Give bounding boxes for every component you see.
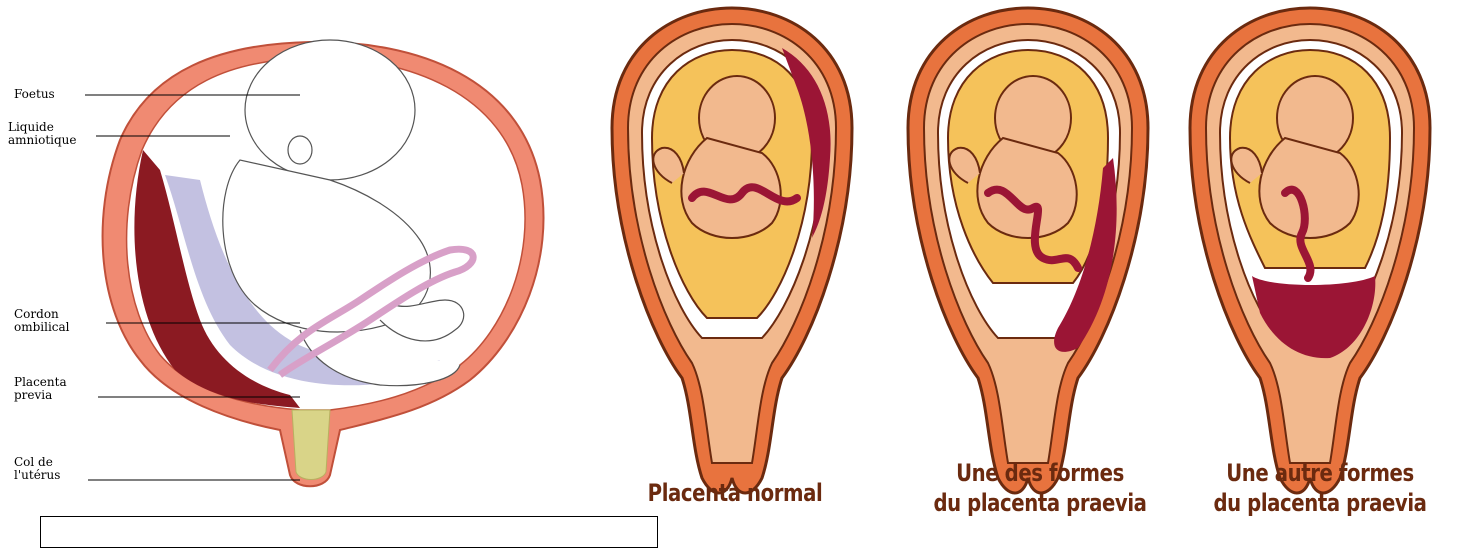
- caption-placenta-normal: Placenta normal: [641, 478, 830, 508]
- placenta-previa-diagram: Foetus Liquide amniotique Cordon ombilic…: [0, 0, 600, 531]
- panel-praevia-1: [908, 8, 1148, 493]
- uterus-illustration: [0, 0, 600, 531]
- label-foetus: Foetus: [14, 88, 55, 101]
- cervix: [292, 410, 330, 480]
- placenta-comparison-panels: Placenta normal Une des formes du placen…: [600, 0, 1463, 531]
- panels-illustration: [600, 0, 1463, 531]
- caption-praevia-2: Une autre formes du placenta praevia: [1205, 458, 1435, 518]
- label-col-uterus: Col de l'utérus: [14, 456, 60, 482]
- label-cordon-ombilical: Cordon ombilical: [14, 308, 70, 334]
- panel-praevia-2: [1190, 8, 1430, 493]
- caption-praevia-1: Une des formes du placenta praevia: [925, 458, 1155, 518]
- empty-caption-box: [40, 516, 658, 548]
- panel-placenta-normal: [612, 8, 852, 493]
- label-liquide-amniotique: Liquide amniotique: [8, 121, 77, 147]
- label-placenta-previa: Placenta previa: [14, 376, 67, 402]
